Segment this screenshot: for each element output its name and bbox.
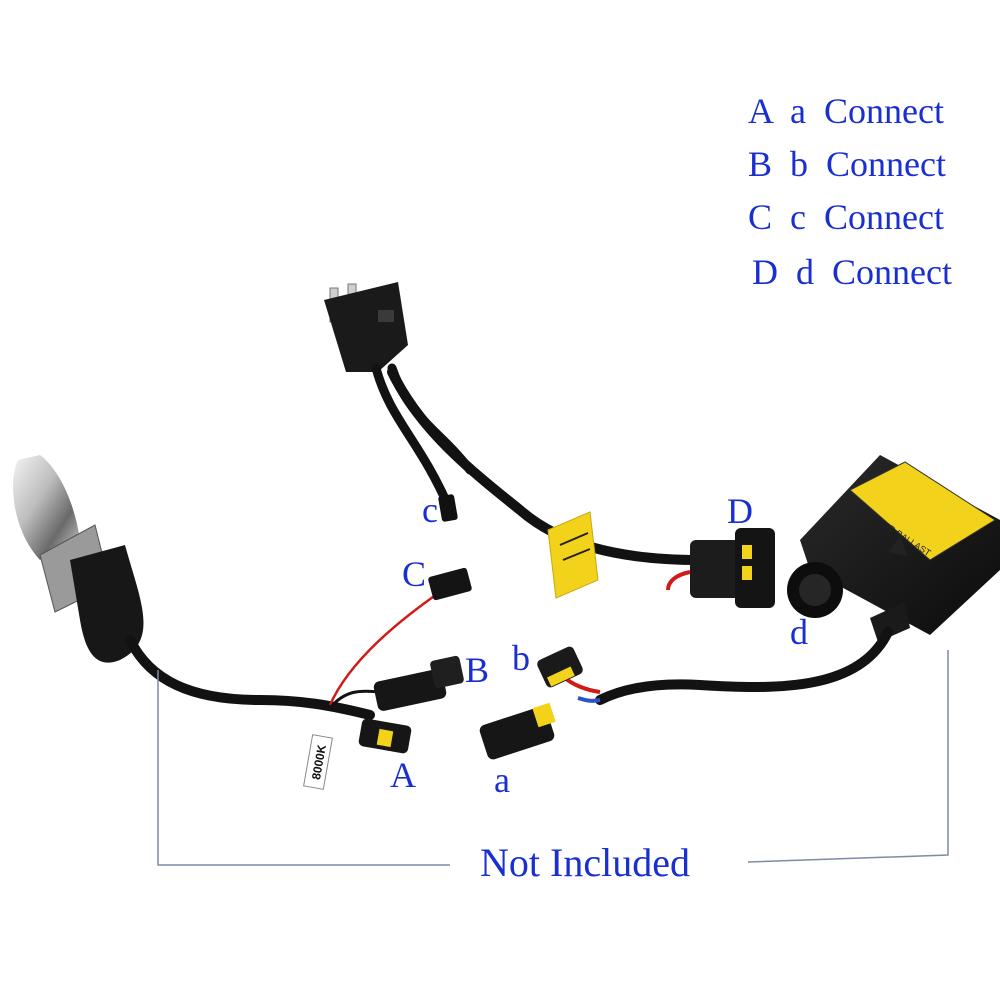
label-d-lower: d	[790, 612, 808, 652]
h4-socket-plug	[324, 282, 408, 372]
harness-cables	[371, 363, 705, 565]
label-A-upper: A	[390, 755, 416, 795]
label-a-lower: a	[494, 760, 510, 800]
connector-A	[358, 718, 412, 754]
hid-ballast: HID BALLAST	[787, 455, 1000, 642]
legend-line-b: B b Connect	[748, 144, 946, 184]
ballast-cable	[595, 627, 893, 705]
label-D-upper: D	[727, 491, 753, 531]
not-included-caption: Not Included	[480, 840, 690, 885]
bulb-red-wire	[328, 590, 441, 706]
legend-line-c: C c Connect	[748, 197, 944, 237]
connector-a	[479, 702, 556, 760]
ballast-red-wire	[563, 676, 601, 694]
bulb-tag: 8000K	[303, 734, 333, 790]
warning-tape	[547, 511, 599, 599]
connector-C	[428, 567, 472, 601]
label-C-upper: C	[402, 554, 427, 594]
legend-line-d: D d Connect	[752, 252, 952, 292]
h4-bulb	[13, 455, 144, 663]
legend-line-a: A a Connect	[748, 91, 944, 131]
label-b-lower: b	[512, 638, 530, 678]
not-included-bracket	[157, 650, 949, 866]
bulb-tag-text: 8000K	[309, 743, 329, 781]
plug-c-end	[438, 494, 458, 522]
connector-D	[666, 528, 775, 608]
label-B-upper: B	[465, 650, 490, 690]
ballast-blue-wire	[577, 696, 601, 703]
connector-B	[373, 655, 464, 711]
connector-b	[537, 646, 583, 688]
label-c-lower: c	[422, 490, 438, 530]
